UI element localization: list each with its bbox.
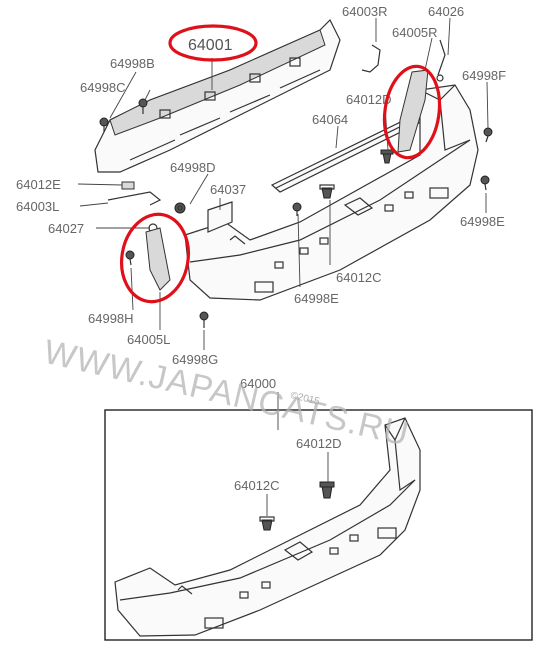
label-64003R: 64003R xyxy=(342,4,388,19)
bolt-64998H xyxy=(125,250,135,266)
clip-64012C-top xyxy=(319,184,335,199)
clip-64003L xyxy=(107,191,162,206)
inset-bumper-cover xyxy=(114,417,421,637)
clip-64012E xyxy=(121,181,135,190)
part-64026 xyxy=(436,39,446,82)
bolt-64998E-mid xyxy=(292,202,302,216)
bumper-reinforcement xyxy=(94,18,341,173)
bracket-64005R xyxy=(397,69,429,153)
highlight-marks xyxy=(120,24,442,304)
label-64064: 64064 xyxy=(312,112,348,127)
highlight-64005L xyxy=(120,212,190,304)
label-64001: 64001 xyxy=(188,37,233,54)
label-64012C-inset: 64012C xyxy=(234,478,280,493)
bolt-64998G xyxy=(199,311,209,328)
label-64037: 64037 xyxy=(210,182,246,197)
bolt-64998D xyxy=(174,202,186,214)
bolts xyxy=(99,98,493,328)
label-64003L: 64003L xyxy=(16,199,59,214)
bolt-64998E-right xyxy=(480,175,490,191)
label-64998G: 64998G xyxy=(172,352,218,367)
label-64998F: 64998F xyxy=(462,68,506,83)
highlight-64001 xyxy=(168,24,258,62)
inset-frame xyxy=(104,409,533,641)
highlight-64005R xyxy=(382,64,442,160)
label-64998C: 64998C xyxy=(80,80,126,95)
bolt-64998F xyxy=(483,127,493,143)
bolt-64998B xyxy=(99,117,109,132)
label-64026-top: 64026 xyxy=(428,4,464,19)
clip-64012D-top xyxy=(380,149,394,164)
label-64012E: 64012E xyxy=(16,177,61,192)
label-64012D-inset: 64012D xyxy=(296,436,342,451)
inset-clip-64012C xyxy=(259,516,275,531)
label-64012C-top: 64012C xyxy=(336,270,382,285)
watermark-text: WWW.JAPANCATS.RU xyxy=(40,333,413,454)
label-64027: 64027 xyxy=(48,221,84,236)
bolt-64998C xyxy=(138,98,148,114)
clip-64003R xyxy=(361,44,381,73)
inset-clip-64012D xyxy=(319,481,335,499)
bracket-64005L xyxy=(145,227,171,291)
label-64000: 64000 xyxy=(240,376,276,391)
label-64005R: 64005R xyxy=(392,25,438,40)
label-64012D-top: 64012D xyxy=(346,92,392,107)
plate-64037 xyxy=(207,201,233,233)
label-64998E-mid: 64998E xyxy=(294,291,339,306)
label-64998B: 64998B xyxy=(110,56,155,71)
label-64998D: 64998D xyxy=(170,160,216,175)
label-64998H: 64998H xyxy=(88,311,134,326)
label-64998E-right: 64998E xyxy=(460,214,505,229)
label-64005L: 64005L xyxy=(127,332,170,347)
